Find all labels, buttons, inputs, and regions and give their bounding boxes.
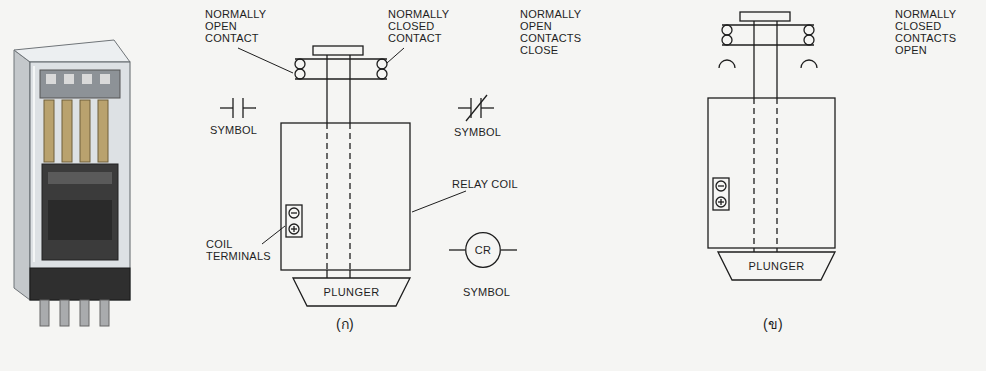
relay-drawing-b-part (716, 181, 726, 191)
normally-closed-symbol-part (458, 107, 471, 108)
relay-drawing-b-part (801, 60, 817, 68)
symbol-label: SYMBOL (210, 124, 257, 136)
relay-photo-part (62, 100, 72, 162)
part-label: RELAY COIL (452, 178, 518, 190)
relay-drawing-a-part (291, 212, 297, 213)
leader-lines-part (262, 226, 285, 244)
relay-drawing-b-part (740, 12, 790, 21)
relay-drawing-a-part (281, 123, 410, 270)
relay-drawing-b-part (716, 197, 726, 207)
relay-photo-part (14, 40, 130, 62)
normally-closed-symbol-part (466, 95, 487, 121)
relay-drawing-b-part (718, 185, 724, 186)
relay-drawing-a-part (295, 78, 387, 79)
relay-drawing-a-part (326, 123, 327, 270)
part-name: PLUNGER (749, 260, 805, 272)
figure-label: (ข) (763, 316, 783, 333)
relay-drawing-b-part (722, 24, 814, 25)
normally-open-symbol (220, 98, 256, 118)
relay-photo-part (98, 100, 108, 162)
part-name: PLUNGER (324, 286, 380, 298)
contact-label: NORMALLY CLOSED CONTACT (388, 8, 454, 44)
relay-photo-part (100, 74, 110, 84)
relay-drawing-b-part (722, 44, 814, 45)
relay-photo-part (40, 70, 120, 98)
relay-photo-part (42, 164, 118, 260)
relay-drawing-b-part (722, 35, 732, 45)
normally-open-symbol-part (220, 107, 233, 108)
relay-drawing-b-part (776, 98, 777, 248)
relay-drawing-b-part (804, 35, 814, 45)
coil-symbol-wires-part (449, 249, 465, 250)
relay-drawing-b-part (708, 98, 835, 248)
symbol-label: SYMBOL (463, 286, 510, 298)
relay-photo-part (60, 300, 69, 326)
relay-coil-symbol: CR (465, 232, 501, 268)
relay-photo-part (64, 74, 74, 84)
relay-drawing-b-part (713, 178, 729, 210)
relay-drawing-a-part (293, 226, 294, 232)
plunger-shape: PLUNGER (293, 278, 410, 306)
relay-drawing-a-part (377, 69, 387, 79)
leader-lines-part (412, 191, 466, 212)
relay-drawing-a-part (349, 123, 350, 270)
coil-circle (466, 233, 501, 268)
relay-drawing-a-part (286, 205, 302, 237)
plunger-outline (293, 278, 410, 306)
plunger-shape: PLUNGER (718, 252, 835, 280)
relay-photo-part (30, 62, 130, 300)
normally-closed-symbol-part (481, 107, 494, 108)
figure-label: (ก) (336, 316, 354, 333)
plunger-outline (718, 252, 835, 280)
relay-photo-part (14, 50, 30, 300)
relay-photo-part (80, 300, 89, 326)
relay-drawing-a-part (349, 270, 350, 278)
relay-photo-part (46, 74, 56, 84)
state-label: NORMALLY OPEN CONTACTS CLOSE (520, 8, 582, 56)
leader-lines-part (238, 48, 293, 73)
relay-drawing-b-part (722, 25, 732, 35)
relay-photo-part (48, 200, 112, 240)
coil-symbol-text: CR (475, 244, 492, 256)
relay-drawing-b-part (753, 21, 754, 98)
relay-drawing-a-part (326, 55, 327, 123)
relay-photo-part (80, 100, 90, 162)
leader-lines-part (387, 48, 404, 63)
relay-drawing-a-part (289, 208, 299, 218)
relay-drawing-a-part (377, 59, 387, 69)
relay-drawing-a-part (326, 270, 327, 278)
relay-drawing-a-part (289, 224, 299, 234)
relay-drawing-b-part (720, 199, 721, 205)
relay-photo-part (44, 100, 54, 162)
relay-photo-part (30, 268, 130, 300)
relay-photo-part (40, 300, 49, 326)
relay-drawing-a-part (295, 58, 387, 59)
coil-symbol-wires-part (501, 249, 517, 250)
relay-drawing-b-part (804, 25, 814, 35)
relay-drawing-a-part (313, 46, 363, 55)
normally-open-symbol-part (232, 98, 233, 118)
relay-drawing-b (708, 12, 835, 252)
normally-open-symbol-part (243, 107, 256, 108)
relay-drawing-b-part (753, 98, 754, 248)
relay-photo-part (48, 172, 112, 184)
leader-lines (238, 48, 466, 244)
relay-drawing-b-part (719, 60, 735, 68)
relay-drawing-b-part (776, 21, 777, 98)
relay-photo-part (33, 66, 35, 262)
part-label: COIL TERMINALS (206, 238, 276, 262)
relay-photo (14, 40, 130, 326)
symbol-label: SYMBOL (454, 126, 501, 138)
relay-drawing-a-part (295, 59, 305, 69)
contact-label: NORMALLY OPEN CONTACT (205, 8, 269, 44)
state-label: NORMALLY CLOSED CONTACTS OPEN (895, 8, 957, 56)
relay-photo-part (82, 74, 92, 84)
relay-drawing-a-part (295, 69, 305, 79)
relay-drawing-a (281, 46, 410, 278)
normally-closed-symbol (458, 95, 494, 121)
relay-photo-part (100, 300, 109, 326)
relay-drawing-a-part (349, 55, 350, 123)
